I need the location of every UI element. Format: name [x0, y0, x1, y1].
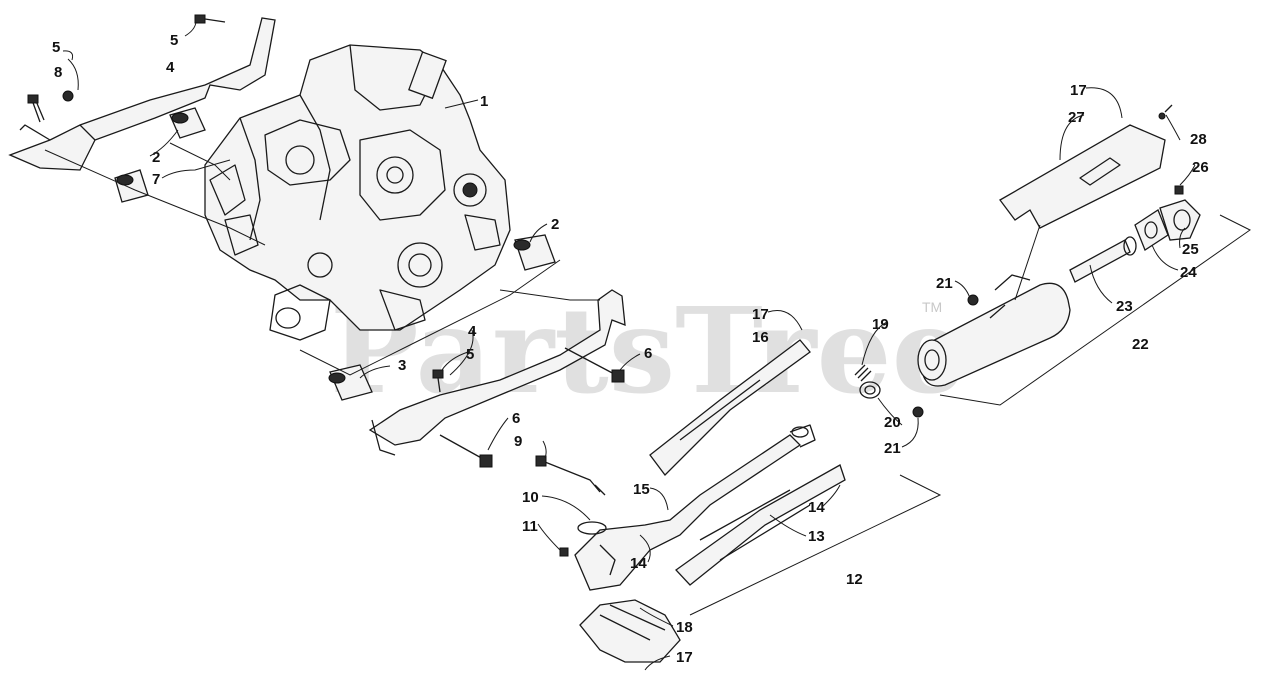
- nut-21-lower[interactable]: [912, 406, 924, 418]
- screw-26[interactable]: [1174, 185, 1184, 195]
- callout-17-bottom: 17: [676, 649, 693, 666]
- callout-12: 12: [846, 571, 863, 588]
- muffler-heat-shield-27[interactable]: [999, 124, 1166, 229]
- callout-20: 20: [884, 414, 901, 431]
- callout-14-upper: 14: [808, 499, 825, 516]
- engine-mount-bushing-right[interactable]: [513, 234, 556, 271]
- callout-4-upper: 4: [166, 59, 175, 76]
- heat-shield-18[interactable]: [579, 599, 681, 663]
- heat-shield-16[interactable]: [649, 339, 811, 476]
- bolt-5-top[interactable]: [194, 14, 226, 24]
- callout-9: 9: [514, 433, 522, 450]
- gasket-20[interactable]: [859, 381, 881, 399]
- watermark-trademark: TM: [922, 299, 942, 315]
- o2-sensor-9[interactable]: [535, 455, 606, 496]
- bolt-6-upper[interactable]: [564, 347, 625, 383]
- callout-2-right: 2: [551, 216, 559, 233]
- callout-7: 7: [152, 171, 160, 188]
- callout-23: 23: [1116, 298, 1133, 315]
- callout-11: 11: [522, 518, 538, 535]
- callout-15: 15: [633, 481, 650, 498]
- nut-8[interactable]: [62, 90, 74, 102]
- gasket-10[interactable]: [577, 521, 607, 535]
- callout-17-top: 17: [1070, 82, 1087, 99]
- callout-5-lower: 5: [466, 346, 474, 363]
- callout-6-upper: 6: [644, 345, 652, 362]
- end-cap-25[interactable]: [1159, 199, 1201, 241]
- callout-17-middle: 17: [752, 306, 769, 323]
- spring-19[interactable]: [854, 364, 872, 382]
- callout-21-lower: 21: [884, 440, 901, 457]
- callout-14-lower: 14: [630, 555, 647, 572]
- callout-8: 8: [54, 64, 62, 81]
- exhaust-pipe-assembly[interactable]: [574, 424, 816, 591]
- engine-mount-bushing-left-upper[interactable]: [169, 107, 206, 139]
- fastener-28[interactable]: [1158, 104, 1173, 120]
- engine-mount-bushing-front[interactable]: [328, 364, 373, 401]
- callout-25: 25: [1182, 241, 1199, 258]
- bolt-6-lower[interactable]: [439, 434, 493, 468]
- callout-5-top: 5: [170, 32, 178, 49]
- callout-19: 19: [872, 316, 889, 333]
- bolt-11[interactable]: [559, 547, 569, 557]
- callout-3: 3: [398, 357, 406, 374]
- muffler-22[interactable]: [917, 274, 1071, 387]
- nut-21-upper[interactable]: [967, 294, 979, 306]
- bolt-5-left[interactable]: [27, 94, 45, 123]
- engine-mount-bushing-left-lower[interactable]: [114, 169, 149, 203]
- upper-mount-bracket[interactable]: [8, 17, 276, 171]
- callout-22: 22: [1132, 336, 1149, 353]
- bolt-5-lower[interactable]: [432, 369, 444, 393]
- callout-2-left: 2: [152, 149, 160, 166]
- callout-24: 24: [1180, 264, 1197, 281]
- callout-21-upper: 21: [936, 275, 953, 292]
- callout-18: 18: [676, 619, 693, 636]
- engine-assembly[interactable]: [204, 44, 511, 341]
- callout-13: 13: [808, 528, 825, 545]
- callout-10: 10: [522, 489, 539, 506]
- spark-arrestor-23[interactable]: [1069, 236, 1137, 283]
- callout-28: 28: [1190, 131, 1207, 148]
- heat-shield-13[interactable]: [675, 464, 846, 586]
- callout-6-lower: 6: [512, 410, 520, 427]
- callout-26: 26: [1192, 159, 1209, 176]
- callout-16: 16: [752, 329, 769, 346]
- lower-mount-bracket[interactable]: [368, 289, 626, 456]
- callout-1: 1: [480, 93, 488, 110]
- callout-5-left: 5: [52, 39, 60, 56]
